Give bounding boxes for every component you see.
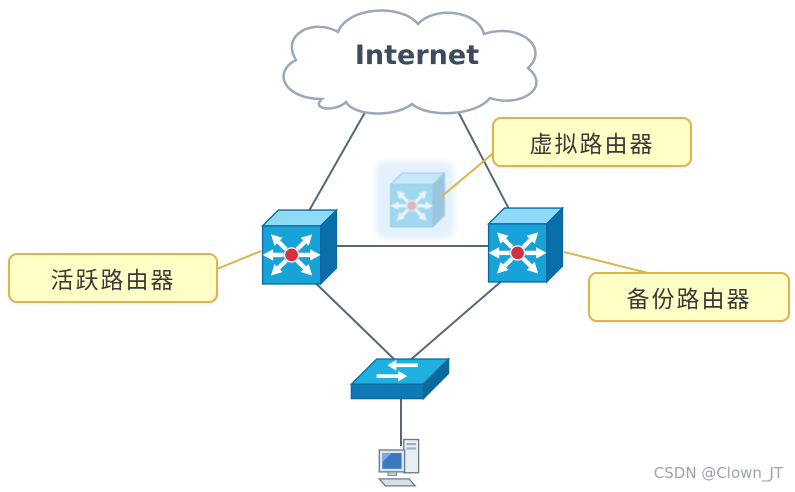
callout-active-label: 活跃路由器: [50, 268, 176, 294]
tail-backup-callout: [563, 251, 649, 274]
callout-active-router: 活跃路由器: [8, 253, 218, 303]
active-router-icon: [252, 203, 340, 291]
callout-virtual-router: 虚拟路由器: [492, 117, 692, 167]
callout-virtual-label: 虚拟路由器: [529, 132, 655, 158]
internet-label: Internet: [354, 40, 480, 71]
callout-backup-router: 备份路由器: [588, 272, 790, 322]
watermark: CSDN @Clown_JT: [653, 464, 783, 482]
virtual-router-icon: [383, 168, 447, 232]
cloud-icon: [282, 9, 538, 115]
internet-cloud: Internet: [262, 4, 572, 120]
pc-icon: [374, 436, 430, 492]
switch-icon: [346, 348, 454, 406]
callout-backup-label: 备份路由器: [626, 287, 752, 313]
backup-router-icon: [478, 201, 566, 289]
